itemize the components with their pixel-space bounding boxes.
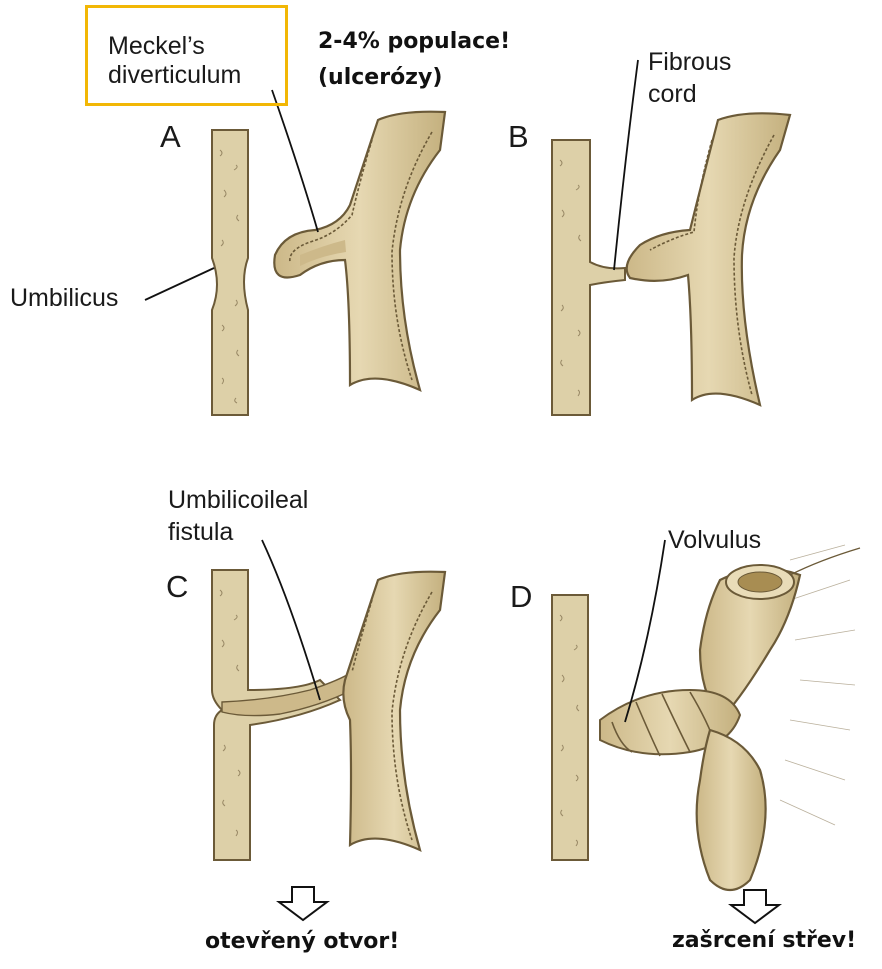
meckelText-line-2: diverticulum: [108, 61, 241, 90]
panel-d-drawing: [552, 545, 860, 890]
leader-fibrous-cord: [614, 60, 638, 270]
annotation-c-note: otevřený otvor!: [205, 928, 399, 956]
down-arrow-icon: [279, 887, 327, 920]
panel-letter-c: C: [166, 570, 188, 604]
panel-letter-a: A: [160, 120, 181, 154]
leader-fistula: [262, 540, 320, 700]
annotation-d-note: zašrcení střev!: [672, 927, 856, 955]
annotation-incidence: 2-4% populace!(ulcerózy): [318, 24, 510, 96]
leader-meckel: [272, 90, 318, 232]
panel-d-ileum-lower: [697, 730, 766, 890]
meckelText-line-1: Meckel’s: [108, 32, 241, 61]
down-arrow-icon: [731, 890, 779, 923]
panel-b-ileum: [627, 113, 790, 405]
panel-letter-d: D: [510, 580, 532, 614]
fibrousText-line-1: Fibrous: [648, 46, 731, 78]
label-umbilicus: Umbilicus: [10, 284, 118, 313]
incidenceText-line-2: (ulcerózy): [318, 60, 510, 96]
incidenceText-line-1: 2-4% populace!: [318, 24, 510, 60]
panel-c-ileum: [343, 572, 445, 850]
panel-d-abdominal-wall: [552, 595, 588, 860]
panel-a-ileum: [274, 112, 445, 390]
panel-letter-b: B: [508, 120, 529, 154]
leader-umbilicus: [145, 268, 214, 300]
panel-a-drawing: [212, 112, 445, 415]
panel-c-drawing: [212, 570, 445, 860]
panel-b-drawing: [552, 113, 790, 415]
panel-b-abdominal-wall: [552, 140, 625, 415]
incidence-text: 2-4% populace!(ulcerózy): [318, 24, 510, 96]
fistulaText-line-2: fistula: [168, 516, 308, 548]
fibrousText-line-2: cord: [648, 78, 731, 110]
panel-a-abdominal-wall: [212, 130, 248, 415]
fistulaText-line-1: Umbilicoileal: [168, 484, 308, 516]
label-volvulus: Volvulus: [668, 526, 761, 555]
